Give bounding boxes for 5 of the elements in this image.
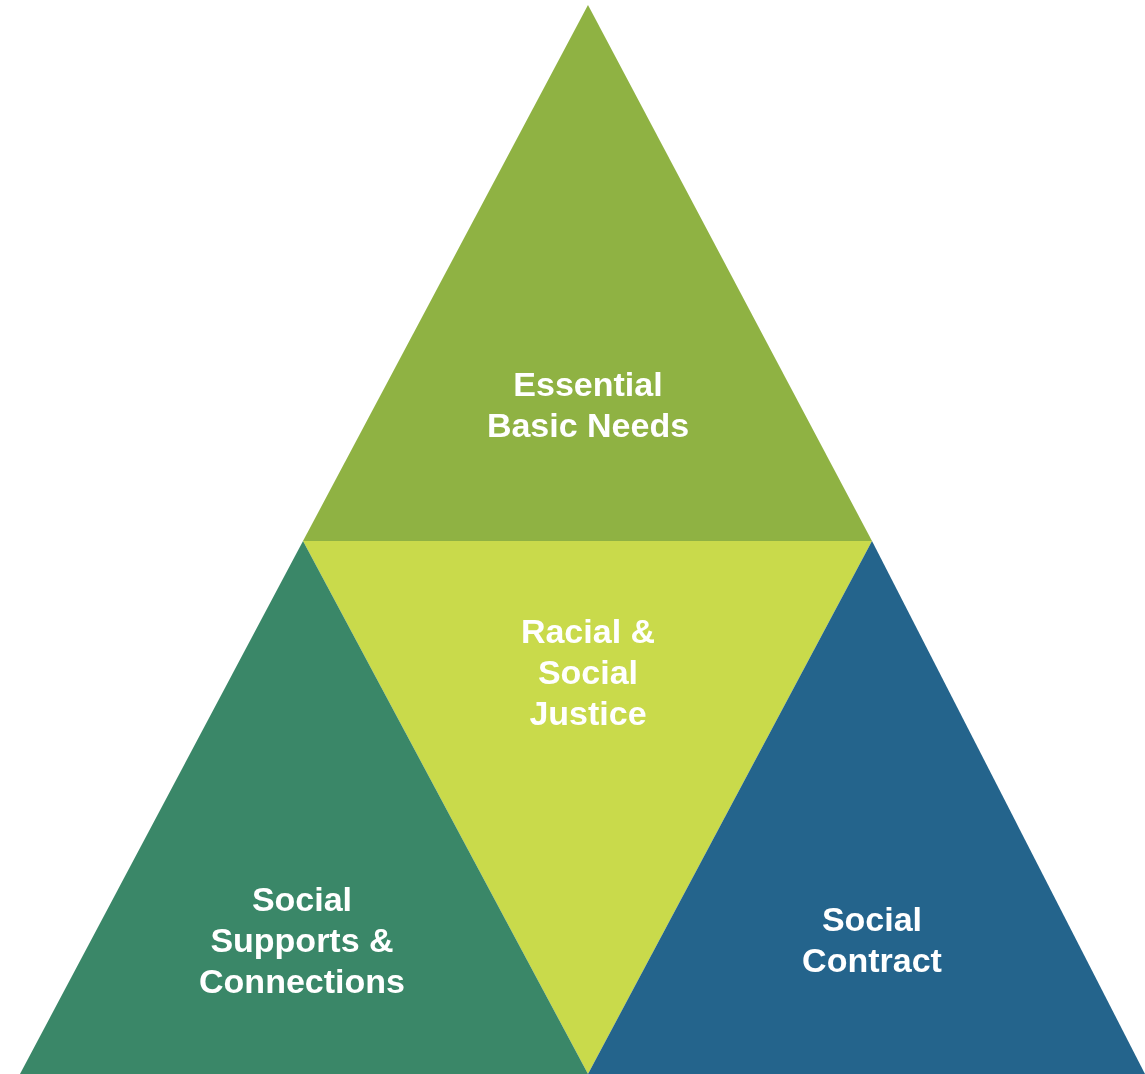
triangle-segment bbox=[303, 5, 872, 541]
node-label: Social Supports & Connections bbox=[198, 878, 406, 1002]
node-label: Social Contract bbox=[801, 899, 943, 981]
node-label: Racial & Social Justice bbox=[519, 610, 657, 734]
node-label: Essential Basic Needs bbox=[485, 364, 691, 446]
